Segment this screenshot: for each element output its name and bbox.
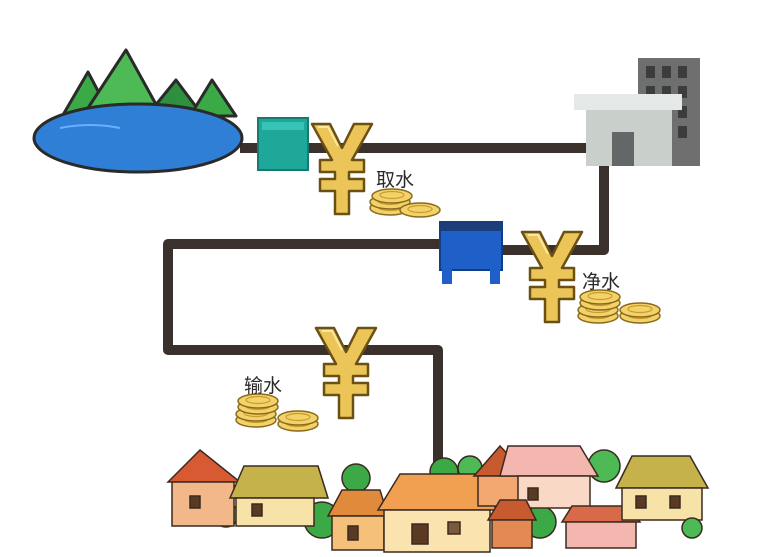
treatment-plant-icon xyxy=(574,58,700,166)
coin-stack-transport xyxy=(235,393,319,432)
pump-station-icon xyxy=(257,117,309,171)
yuan-icon-intake xyxy=(310,122,374,216)
yuan-icon-transport xyxy=(314,326,378,420)
water-tank-icon xyxy=(439,221,503,284)
lake-mountain-icon xyxy=(32,48,244,174)
village-houses-icon xyxy=(166,444,710,553)
coin-stack-intake xyxy=(369,188,441,218)
step-label-intake: 取水 xyxy=(376,169,414,191)
coin-stack-purify xyxy=(577,289,661,324)
step-label-transport: 输水 xyxy=(244,375,282,397)
step-label-purify: 净水 xyxy=(582,271,620,293)
